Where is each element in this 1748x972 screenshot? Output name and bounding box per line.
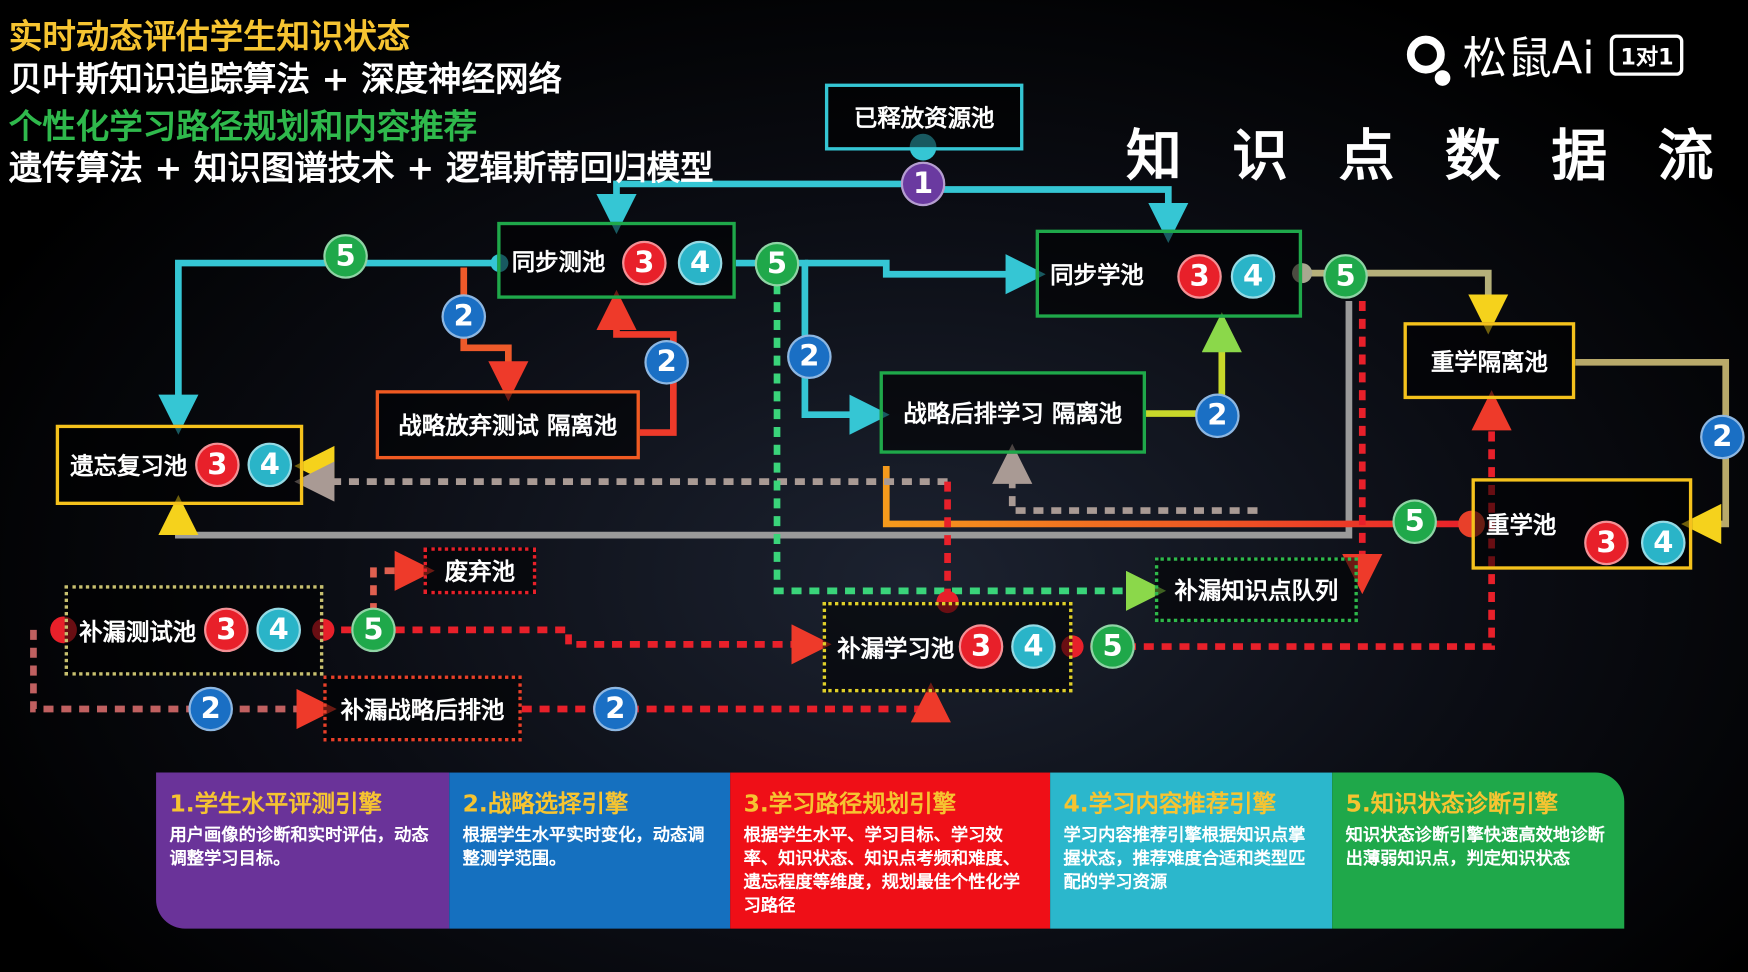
engine-badge-4: 4 (1640, 520, 1686, 566)
logo-text: 松鼠Ai (1462, 33, 1595, 85)
engine-badge-5: 5 (351, 607, 396, 653)
engine-panel-path-planning: 3.学习路径规划引擎根据学生水平、学习目标、学习效率、知识状态、知识点考频和难度… (730, 772, 1051, 929)
pool-label: 已释放资源池 (853, 104, 995, 132)
engine-badge-2: 2 (188, 686, 233, 732)
pool-label: 补漏学习池 (837, 634, 955, 662)
engine-description: 根据学生水平实时变化，动态调整测学范围。 (462, 824, 705, 869)
engine-badge-4: 4 (247, 442, 293, 488)
engine-panel-level-assessment: 1.学生水平评测引擎用户画像的诊断和实时评估，动态调整学习目标。 (156, 772, 450, 929)
page-title: 知 识 点 数 据 流 (1125, 123, 1718, 189)
pool-label: 补漏知识点队列 (1174, 577, 1339, 605)
engine-badge-3: 3 (1177, 254, 1222, 299)
connector (923, 186, 1189, 244)
connector (596, 180, 924, 235)
engine-description: 知识状态诊断引擎快速高效地诊断出薄弱知识点，判定知识状态 (1345, 824, 1605, 869)
engine-badge-4: 4 (256, 607, 301, 653)
engine-badge-5: 5 (1392, 499, 1437, 545)
engine-title: 1.学生水平评测引擎 (169, 790, 382, 818)
engine-badge-2: 2 (1700, 414, 1745, 460)
engine-description: 用户画像的诊断和实时评估，动态调整学习目标。 (169, 824, 429, 869)
squirrel-logo-icon (1406, 35, 1451, 86)
connector (596, 289, 677, 436)
engine-badge-5: 5 (323, 234, 368, 279)
logo-badge: 1对1 (1610, 34, 1684, 76)
pool-label: 废弃池 (444, 558, 516, 586)
subtitle-personalized-path: 个性化学习路径规划和内容推荐 (8, 108, 478, 148)
engine-badge-2: 2 (441, 294, 487, 339)
connector (773, 284, 1167, 611)
engine-badge-2: 2 (644, 340, 689, 385)
subtitle-algorithms-2: 遗传算法 + 知识图谱技术 + 逻辑斯蒂回归模型 (8, 149, 714, 189)
connector (882, 465, 1472, 528)
engine-badge-2: 2 (593, 686, 638, 732)
connector (158, 259, 498, 435)
connector (370, 550, 435, 614)
engine-panel-content-recommendation: 4.学习内容推荐引擎学习内容推荐引擎根据知识点掌握状态，推荐难度合适和类型匹配的… (1050, 772, 1333, 929)
pool-label: 战略后排学习 隔离池 (903, 400, 1123, 427)
subtitle-algorithms-1: 贝叶斯知识追踪算法 + 深度神经网络 (8, 60, 562, 100)
engine-badge-5: 5 (1323, 254, 1368, 299)
engine-badge-3: 3 (1584, 520, 1629, 566)
engine-badge-2: 2 (787, 334, 832, 380)
pool-discard[interactable]: 废弃池 (423, 547, 537, 595)
engine-title: 4.学习内容推荐引擎 (1063, 790, 1276, 818)
engine-title: 3.学习路径规划引擎 (743, 790, 957, 818)
engine-badge-5: 5 (754, 241, 800, 287)
subtitle-realtime-assessment: 实时动态评估学生知识状态 (8, 17, 411, 57)
engine-badge-3: 3 (622, 240, 667, 286)
engine-badge-1: 1 (900, 161, 946, 207)
engine-badge-3: 3 (195, 442, 240, 488)
engine-panel-strategy: 2.战略选择引擎根据学生水平实时变化，动态调整测学范围。 (449, 772, 731, 929)
engine-description: 学习内容推荐引擎根据知识点掌握状态，推荐难度合适和类型匹配的学习资源 (1063, 824, 1306, 892)
connector (992, 443, 1258, 514)
engine-badge-4: 4 (1230, 254, 1276, 299)
pool-relearn-isolation[interactable]: 重学隔离池 (1403, 322, 1576, 400)
pool-released-resources[interactable]: 已释放资源池 (824, 83, 1024, 151)
connector (323, 624, 832, 665)
pool-label: 补漏战略后排池 (340, 696, 505, 723)
pool-abandon-test-isolation[interactable]: 战略放弃测试 隔离池 (375, 390, 640, 460)
engine-title: 5.知识状态诊断引擎 (1345, 790, 1559, 818)
connector (158, 300, 1353, 539)
connector (521, 682, 951, 723)
pool-label: 补漏测试池 (79, 618, 197, 645)
pool-label: 同步学池 (1050, 261, 1144, 289)
pool-label: 遗忘复习池 (70, 452, 188, 480)
engine-panel-state-diagnosis: 5.知识状态诊断引擎知识状态诊断引擎快速高效地诊断出薄弱知识点，判定知识状态 (1332, 772, 1625, 929)
pool-remedial-queue[interactable]: 补漏知识点队列 (1154, 557, 1358, 623)
engine-badge-2: 2 (1195, 393, 1240, 439)
pool-defer-learn-isolation[interactable]: 战略后排学习 隔离池 (879, 371, 1147, 454)
connector (804, 254, 1046, 295)
engine-badge-3: 3 (204, 607, 249, 653)
engine-badge-5: 5 (1090, 624, 1135, 669)
pool-label: 重学隔离池 (1430, 348, 1548, 376)
engine-badge-4: 4 (677, 240, 723, 286)
pool-label: 重学池 (1486, 511, 1557, 539)
engine-badge-3: 3 (958, 624, 1004, 669)
pool-label: 同步测池 (511, 248, 606, 275)
pool-label: 战略放弃测试 隔离池 (398, 412, 618, 440)
engine-description: 根据学生水平、学习目标、学习效率、知识状态、知识点考频和难度、遗忘程度等维度，规… (743, 824, 1021, 916)
engine-badge-4: 4 (1011, 624, 1056, 669)
brand-logo: 松鼠Ai 1对1 (1406, 22, 1684, 87)
engine-title: 2.战略选择引擎 (462, 790, 629, 818)
pool-remedial-defer[interactable]: 补漏战略后排池 (323, 675, 522, 742)
